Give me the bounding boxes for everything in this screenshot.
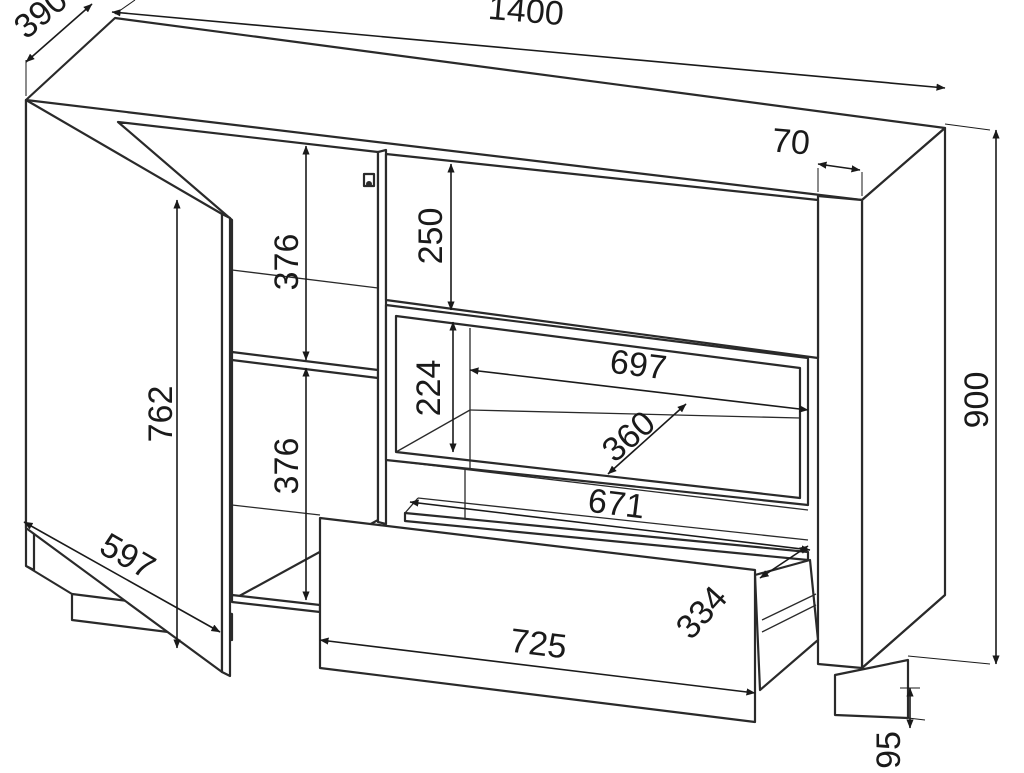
right-side-panel xyxy=(860,126,947,670)
label-side-panel: 70 xyxy=(770,121,811,162)
drawer-box-side xyxy=(753,558,820,692)
dim-line-overall-depth xyxy=(25,3,93,63)
label-open-shelf-width: 697 xyxy=(608,343,669,388)
dim-line-overall-width xyxy=(111,9,946,91)
center-divider xyxy=(376,148,388,526)
open-shelf-floor-diag xyxy=(395,409,471,453)
label-drawer-inner-width: 671 xyxy=(586,482,647,527)
label-plinth-height: 95 xyxy=(870,731,908,768)
drawer-back-left xyxy=(404,497,419,514)
dim-line-drawer-depth xyxy=(759,545,809,579)
label-open-shelf-height: 224 xyxy=(410,360,448,417)
door-edge xyxy=(220,212,232,678)
base-edge-left xyxy=(25,565,73,595)
right-front-upright xyxy=(816,194,864,670)
label-upper-shelf: 376 xyxy=(268,234,306,291)
dim-line-open-shelf-width xyxy=(469,367,809,413)
dim-line-door-width xyxy=(23,521,221,633)
dimension-lines xyxy=(23,3,1000,729)
right-base-edge xyxy=(861,594,946,669)
dimension-labels: 1400 390 900 70 250 224 697 360 671 334 … xyxy=(7,0,996,769)
extension-lines xyxy=(25,0,991,721)
label-door-height: 762 xyxy=(142,386,180,443)
dim-line-drawer-inner-width xyxy=(409,499,811,553)
dim-line-drawer-front-width xyxy=(319,637,756,696)
label-top-compartment: 250 xyxy=(412,208,450,265)
plinth-right xyxy=(833,658,910,720)
dim-line-side-panel xyxy=(817,161,861,173)
top-flap-front xyxy=(384,152,820,360)
drawer-runner-lower xyxy=(761,604,817,633)
label-drawer-front-width: 725 xyxy=(508,622,569,667)
label-overall-depth: 390 xyxy=(7,0,75,46)
label-overall-width: 1400 xyxy=(487,0,566,33)
label-lower-shelf: 376 xyxy=(268,438,306,495)
label-overall-height: 900 xyxy=(958,372,996,429)
drawer-runner xyxy=(761,593,817,621)
dim-line-open-shelf-depth xyxy=(607,403,687,475)
hinge-icon xyxy=(362,172,376,188)
